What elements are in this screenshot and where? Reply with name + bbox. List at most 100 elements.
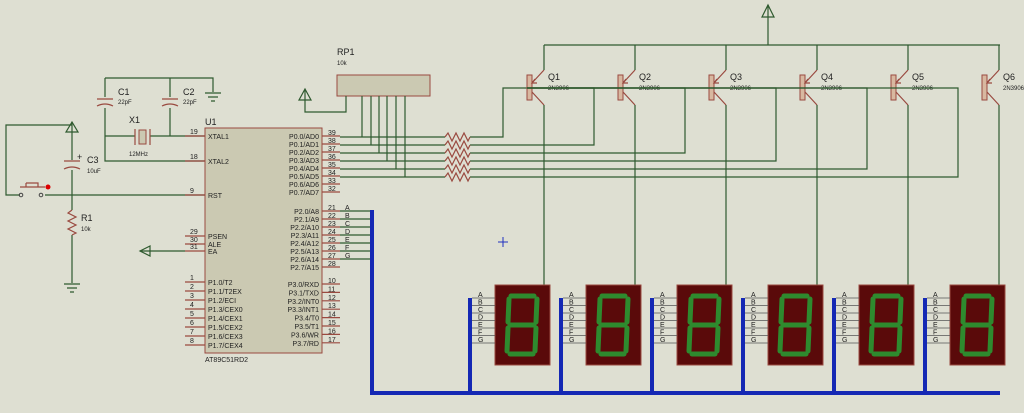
reset-button[interactable]: [18, 182, 51, 198]
segment-label: G: [751, 337, 756, 344]
segment-label: A: [569, 292, 574, 299]
bus-label: F: [345, 245, 349, 252]
reset-circuit[interactable]: + C3 10uF R1 10k: [5, 120, 205, 293]
pin-name: P0.6/AD6: [289, 182, 319, 189]
base-resistor[interactable]: [444, 163, 471, 175]
segment-label: D: [660, 315, 665, 322]
segment-c: [896, 325, 903, 354]
pin-number: 28: [328, 261, 336, 268]
u1-pin-3[interactable]: 3P1.2/ECI: [185, 293, 236, 305]
oscillator-circuit[interactable]: C1 22pF C2 22pF X1 12MHz: [96, 77, 221, 162]
u1-pin-1[interactable]: 1P1.0/T2: [185, 275, 233, 287]
pin-name: P0.4/AD4: [289, 166, 319, 173]
base-resistor[interactable]: [444, 139, 471, 151]
segment-label: D: [842, 315, 847, 322]
seven-segment-display[interactable]: [858, 284, 915, 366]
seven-segment-display[interactable]: [949, 284, 1006, 366]
seven-segment-display[interactable]: [494, 284, 551, 366]
c1-ref: C1: [118, 87, 130, 97]
segment-c: [805, 325, 812, 354]
pin-name: P0.2/AD2: [289, 150, 319, 157]
ground-icon: [205, 92, 221, 102]
u1-pin-2[interactable]: 2P1.1/T2EX: [185, 284, 242, 296]
base-resistor[interactable]: [444, 171, 471, 183]
port0-wire: [340, 87, 868, 170]
seven-segment-display[interactable]: [585, 284, 642, 366]
pin-number: 12: [328, 295, 336, 302]
bus-label: B: [345, 213, 350, 220]
u1-pin-5[interactable]: 5P1.4/CEX1: [185, 311, 243, 323]
base-resistor[interactable]: [444, 147, 471, 159]
port0-wire: [340, 87, 959, 178]
transistor-q2[interactable]: Q2 2N3906: [617, 45, 661, 285]
u1-pin-8[interactable]: 8P1.7/CEX4: [185, 338, 243, 350]
segment-label: C: [933, 307, 938, 314]
u1-pin-7[interactable]: 7P1.6/CEX3: [185, 329, 243, 341]
pin-name: P2.4/A12: [290, 241, 319, 248]
rp1-ref: RP1: [337, 47, 355, 57]
seven-segment-display[interactable]: [676, 284, 733, 366]
microcontroller-u1[interactable]: U1 AT89C51RD2 19XTAL118XTAL29RST29PSEN30…: [185, 117, 340, 364]
u1-pin-6[interactable]: 6P1.5/CEX2: [185, 320, 243, 332]
segment-e: [595, 325, 602, 354]
c3-ref: C3: [87, 155, 99, 165]
transistor-ref: Q2: [639, 72, 651, 82]
rp1-value: 10k: [337, 61, 348, 67]
base-resistor[interactable]: [444, 155, 471, 167]
segment-c: [623, 325, 630, 354]
transistor-part: 2N3906: [912, 86, 934, 92]
seven-segment-display[interactable]: [767, 284, 824, 366]
segment-label: F: [660, 330, 664, 337]
pin-name: P2.1/A9: [294, 217, 319, 224]
segment-label: F: [842, 330, 846, 337]
u1-pin-4[interactable]: 4P1.3/CEX0: [185, 302, 243, 314]
segment-c: [532, 325, 539, 354]
resistor-pack-rp1[interactable]: RP1 10k: [297, 47, 431, 113]
segment-f: [869, 296, 876, 325]
pin-name: P1.3/CEX0: [208, 307, 243, 314]
pin-number: 16: [328, 328, 336, 335]
pin-name: P0.0/AD0: [289, 134, 319, 141]
transistor-part: 2N3906: [639, 86, 661, 92]
base-resistor[interactable]: [444, 131, 471, 143]
c3-value: 10uF: [87, 169, 101, 175]
pin-number: 22: [328, 213, 336, 220]
